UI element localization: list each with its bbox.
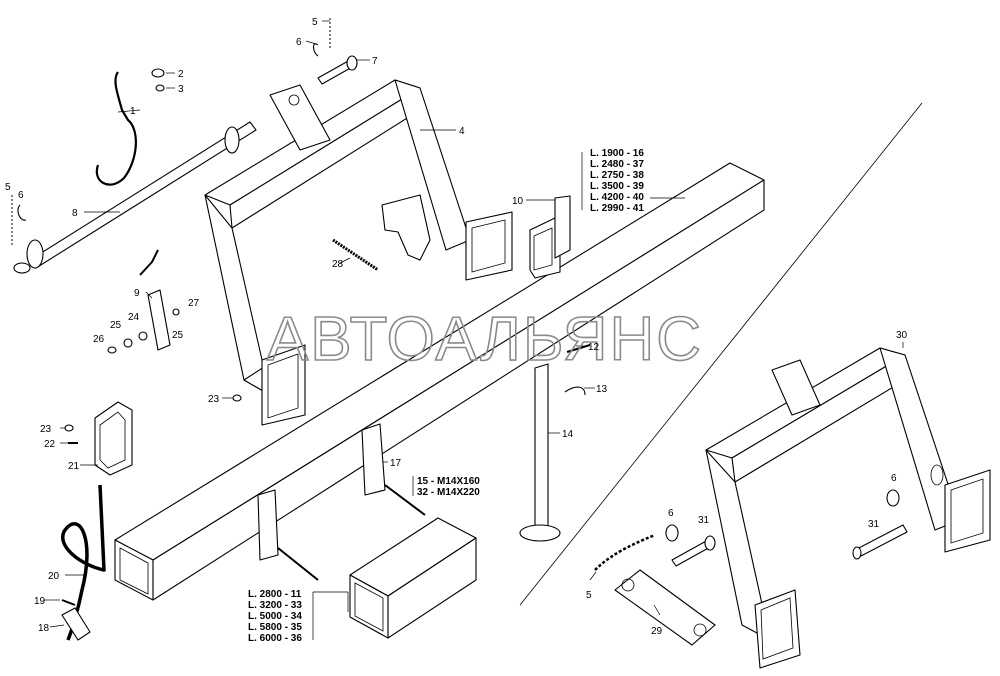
lever-9 bbox=[139, 249, 171, 351]
pin-7 bbox=[317, 55, 358, 85]
callout-17: 17 bbox=[390, 458, 402, 469]
main-beam bbox=[114, 162, 765, 601]
callout-20: 20 bbox=[48, 571, 60, 582]
callout-14: 14 bbox=[562, 429, 574, 440]
pin-31-link bbox=[671, 535, 716, 567]
callout-7: 7 bbox=[372, 56, 378, 67]
clamp-21 bbox=[94, 401, 133, 476]
length-row: L. 3500 - 39 bbox=[590, 181, 644, 192]
length-table-top: L. 1900 - 16 L. 2480 - 37 L. 2750 - 38 L… bbox=[590, 148, 644, 214]
callout-23-frame: 23 bbox=[208, 394, 220, 405]
pin-12 bbox=[566, 344, 591, 353]
shaft bbox=[13, 121, 257, 274]
callout-28: 28 bbox=[332, 259, 344, 270]
callout-29: 29 bbox=[651, 626, 663, 637]
callout-22: 22 bbox=[44, 439, 56, 450]
leader-lines bbox=[44, 20, 904, 640]
callout-5-top: 5 bbox=[312, 17, 318, 28]
callout-3: 3 bbox=[178, 84, 184, 95]
callout-21: 21 bbox=[68, 461, 80, 472]
length-row: L. 4200 - 40 bbox=[590, 192, 644, 203]
lower-beam bbox=[349, 517, 477, 639]
pin-6-top bbox=[312, 43, 319, 57]
callout-23-left: 23 bbox=[40, 424, 52, 435]
pin-6-frame bbox=[886, 489, 900, 507]
washer-2 bbox=[151, 68, 165, 78]
callout-27: 27 bbox=[188, 298, 200, 309]
bracket-10 bbox=[529, 195, 571, 279]
length-table-bottom: L. 2800 - 11 L. 3200 - 33 L. 5000 - 34 L… bbox=[248, 589, 302, 644]
callout-26: 26 bbox=[93, 334, 105, 345]
jack-stand-14 bbox=[519, 363, 561, 542]
callout-19: 19 bbox=[34, 596, 46, 607]
callout-1: 1 bbox=[130, 106, 136, 117]
callout-30: 30 bbox=[896, 330, 908, 341]
hook-rod bbox=[95, 71, 137, 186]
u-bracket-lower bbox=[257, 489, 319, 581]
watermark-text: АВТОАЛЬЯНС bbox=[267, 305, 703, 374]
washer-25 bbox=[123, 338, 133, 348]
link-29 bbox=[614, 569, 716, 646]
clip-13 bbox=[564, 386, 586, 396]
callout-5-right: 5 bbox=[586, 590, 592, 601]
callout-6-frame: 6 bbox=[891, 473, 897, 484]
callout-6-link: 6 bbox=[668, 508, 674, 519]
frame-30 bbox=[705, 347, 991, 669]
callout-18: 18 bbox=[38, 623, 50, 634]
callout-13: 13 bbox=[596, 384, 608, 395]
nut-23-left bbox=[64, 424, 74, 432]
bolt-row: 15 - M14X160 bbox=[417, 476, 480, 487]
main-frame bbox=[204, 79, 513, 426]
length-row: L. 5000 - 34 bbox=[248, 611, 302, 622]
callout-31-frame: 31 bbox=[868, 519, 880, 530]
callout-8: 8 bbox=[72, 208, 78, 219]
length-row: L. 1900 - 16 bbox=[590, 148, 644, 159]
callout-25-right: 25 bbox=[172, 330, 184, 341]
callout-5-left: 5 bbox=[5, 182, 11, 193]
callout-10: 10 bbox=[512, 196, 524, 207]
length-row: L. 2480 - 37 bbox=[590, 159, 644, 170]
callout-4: 4 bbox=[459, 126, 465, 137]
bolt-row: 32 - M14X220 bbox=[417, 487, 480, 498]
length-row: L. 2800 - 11 bbox=[248, 589, 302, 600]
nut-3 bbox=[155, 84, 165, 92]
callout-24: 24 bbox=[128, 312, 140, 323]
callout-6-left: 6 bbox=[18, 190, 24, 201]
length-row: L. 5800 - 35 bbox=[248, 622, 302, 633]
chain-5-right bbox=[594, 533, 656, 571]
callout-6-top: 6 bbox=[296, 37, 302, 48]
length-row: L. 3200 - 33 bbox=[248, 600, 302, 611]
callout-31-link: 31 bbox=[698, 515, 710, 526]
clamp-18 bbox=[61, 607, 91, 641]
callouts: 1 2 3 4 5 6 7 5 6 8 9 10 12 13 14 17 18 … bbox=[5, 17, 908, 637]
spring-28 bbox=[332, 238, 379, 272]
pin-6-left bbox=[17, 204, 27, 221]
callout-2: 2 bbox=[178, 69, 184, 80]
washer-27 bbox=[172, 308, 180, 316]
pin-6-link bbox=[665, 524, 679, 542]
nut-23-frame bbox=[232, 394, 242, 402]
callout-25-left: 25 bbox=[110, 320, 122, 331]
length-row: L. 2990 - 41 bbox=[590, 203, 644, 214]
washer-24 bbox=[138, 331, 148, 341]
bolt-table: 15 - M14X160 32 - M14X220 bbox=[417, 476, 480, 498]
section-divider bbox=[519, 102, 923, 606]
nut-26 bbox=[107, 346, 117, 354]
pin-31-frame bbox=[852, 524, 908, 560]
bolt-19 bbox=[61, 599, 76, 606]
length-row: L. 6000 - 36 bbox=[248, 633, 302, 644]
u-bracket-17 bbox=[361, 423, 426, 516]
callout-9: 9 bbox=[134, 288, 140, 299]
length-row: L. 2750 - 38 bbox=[590, 170, 644, 181]
callout-12: 12 bbox=[588, 342, 600, 353]
